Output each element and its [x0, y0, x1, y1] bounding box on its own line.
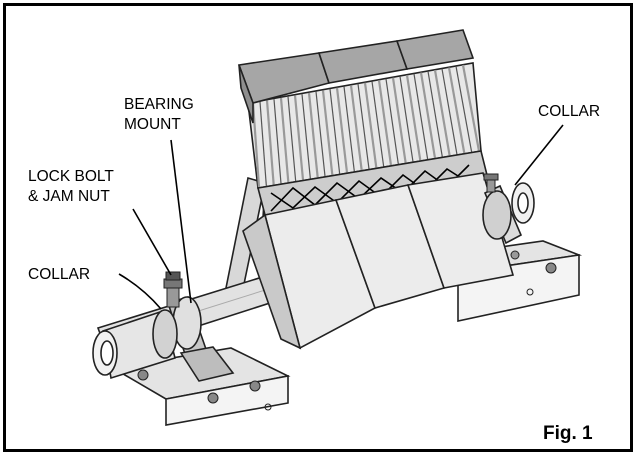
blade-fin: [329, 88, 341, 174]
lock-bolt-label-line2: & JAM NUT: [28, 188, 110, 205]
blade-fin: [427, 71, 443, 158]
right-collar: [482, 173, 535, 245]
belt-cleaner-diagram: BEARING MOUNT COLLAR LOCK BOLT & JAM NUT…: [3, 3, 633, 452]
blade-fin: [419, 72, 437, 159]
blade-fin: [399, 76, 414, 162]
bearing-mount-label-line1: BEARING: [124, 96, 194, 113]
blade-fin: [405, 74, 422, 161]
blade-fin: [265, 100, 275, 185]
blade-segments: [242, 172, 515, 350]
collar-right-label: COLLAR: [538, 103, 600, 120]
blade-fin: [433, 69, 451, 156]
lock-bolt-label-line1: LOCK BOLT: [28, 168, 114, 185]
blade-fin: [349, 85, 363, 171]
diagram-frame: BEARING MOUNT COLLAR LOCK BOLT & JAM NUT…: [3, 3, 633, 452]
lock-bolt-jam-nut: [163, 271, 183, 308]
blade-fin: [377, 80, 393, 166]
figure-label: Fig. 1: [543, 423, 593, 444]
blade-fin: [287, 96, 297, 182]
blade-fins: [251, 64, 481, 188]
blade-fin: [321, 90, 334, 176]
bearing-mount-leader: [170, 139, 192, 304]
blade-fin: [413, 73, 429, 160]
blade-fin: [447, 67, 466, 154]
blade-fin: [363, 82, 378, 168]
blade-fin: [385, 78, 399, 165]
blade-fin: [441, 68, 458, 155]
lock-bolt-leader: [132, 208, 172, 276]
blade-fin: [259, 101, 267, 186]
blade-fin: [315, 91, 326, 177]
blade-fin: [301, 94, 311, 179]
blade-fin: [461, 64, 481, 152]
blade-fin: [335, 87, 349, 173]
blade-fin: [273, 99, 282, 184]
collar-left-label: COLLAR: [28, 266, 90, 283]
bearing-mount: [166, 296, 235, 382]
blade-fin: [343, 86, 355, 172]
bearing-mount-label-line2: MOUNT: [124, 116, 181, 133]
blade-fin: [391, 77, 407, 164]
collar-left-leader: [118, 273, 162, 310]
blade-fin: [279, 97, 290, 183]
blade-fin: [307, 92, 319, 178]
blade-top-caps: [237, 29, 475, 124]
blade-fin: [293, 95, 305, 180]
blade-fin: [357, 83, 370, 170]
left-collar: [92, 309, 178, 380]
collar-right-leader: [514, 124, 564, 186]
blade-fin: [371, 81, 385, 167]
blade-fin: [455, 66, 473, 153]
blade-fin: [251, 102, 261, 188]
